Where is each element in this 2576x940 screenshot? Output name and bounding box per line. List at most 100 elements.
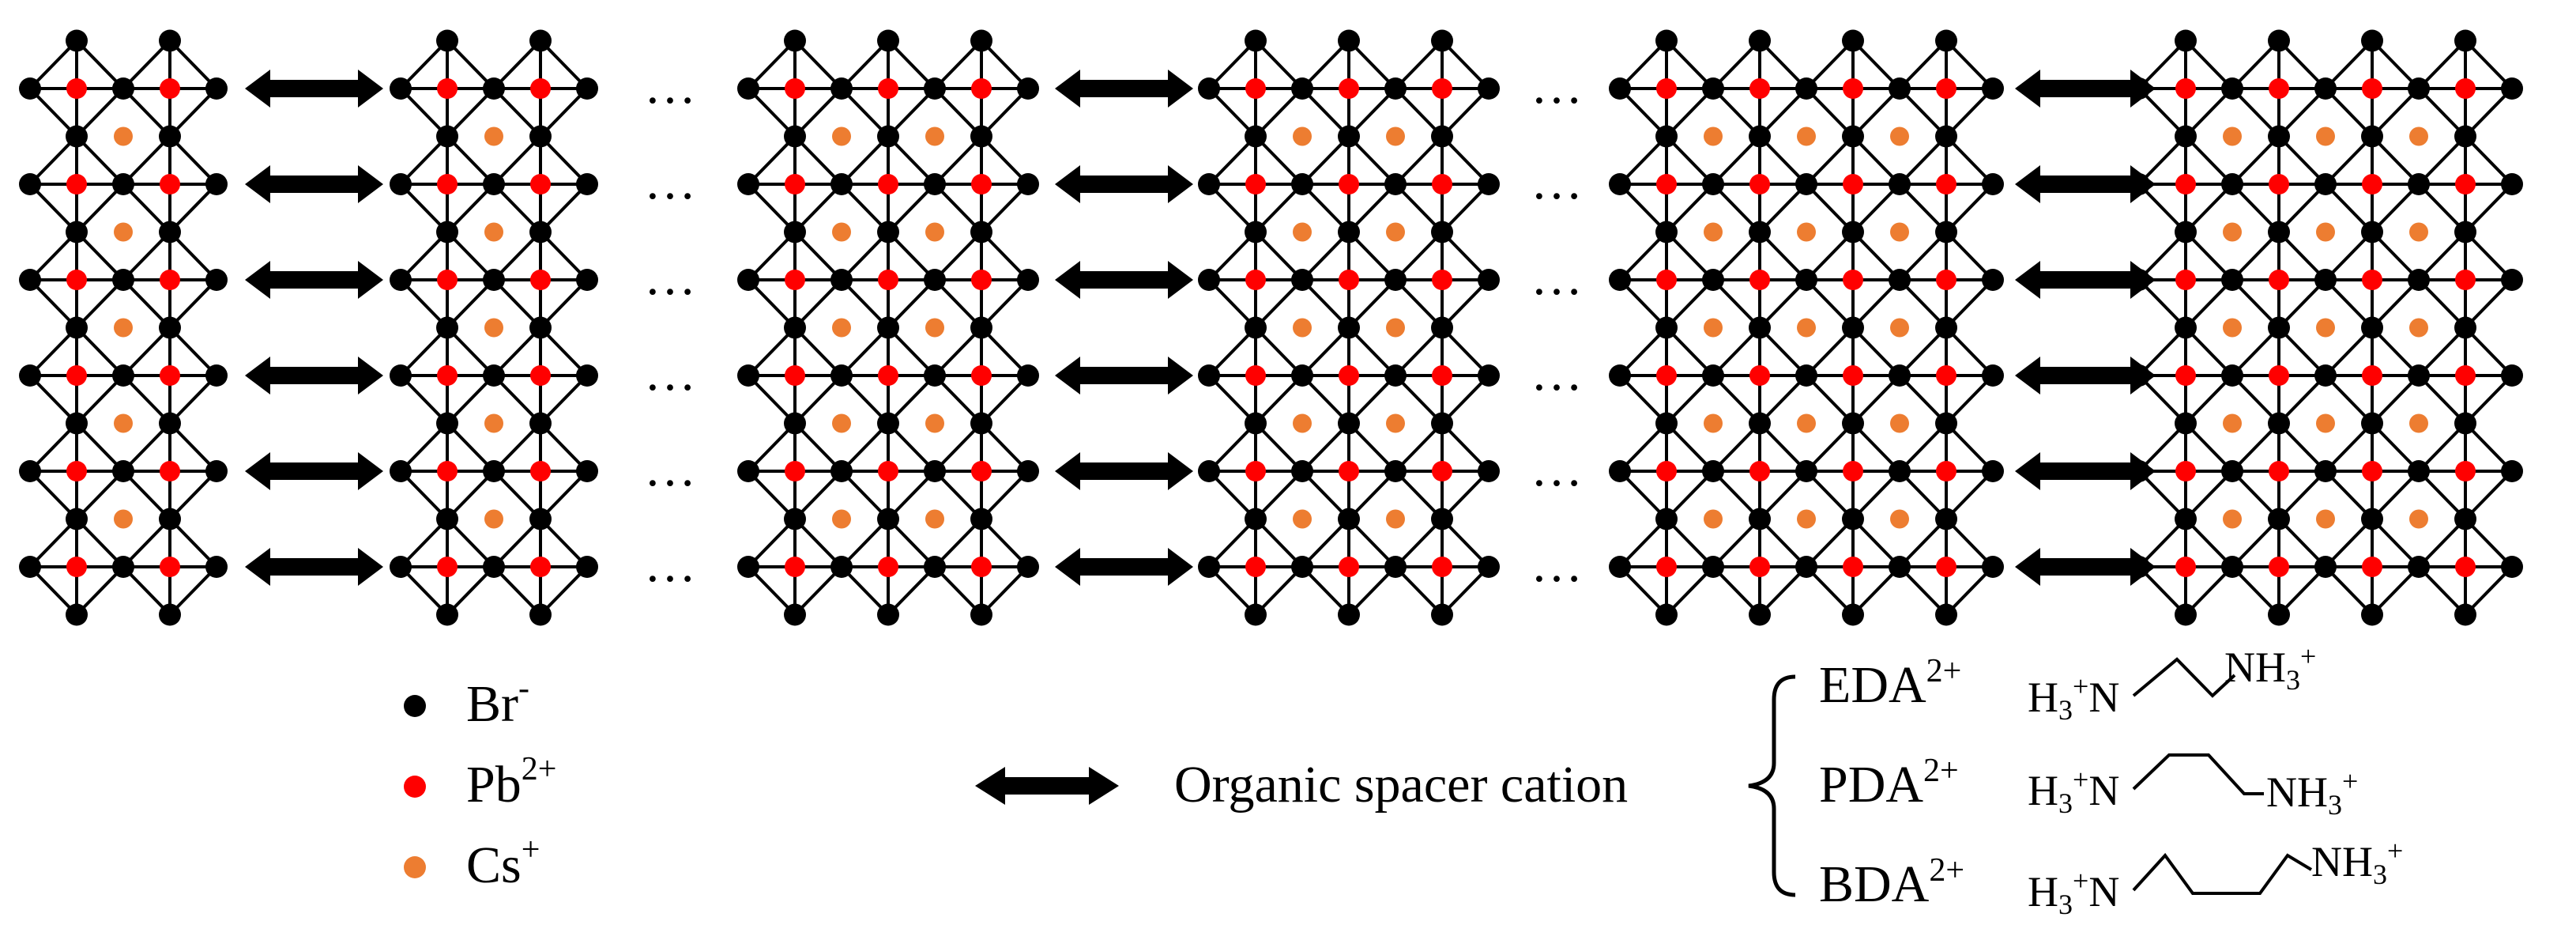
- br-atom: [1982, 364, 2004, 387]
- pb-atom: [2175, 78, 2196, 99]
- ellipsis: …: [644, 440, 696, 497]
- cation-eda-chain: [2132, 657, 2236, 698]
- spacer-arrow: [245, 165, 383, 203]
- pb-atom: [971, 365, 992, 386]
- br-atom: [924, 269, 946, 291]
- cs-atom: [2316, 222, 2335, 242]
- br-atom: [970, 412, 992, 435]
- br-atom: [784, 508, 806, 530]
- cation-pda-right-terminal: NH3+: [2266, 765, 2358, 821]
- br-atom: [1291, 173, 1313, 195]
- br-atom: [1384, 364, 1407, 387]
- spacer-legend-arrow: [975, 767, 1119, 805]
- br-atom: [205, 77, 228, 100]
- br-atom: [1478, 173, 1500, 195]
- spacer-arrow: [245, 357, 383, 394]
- pb-atom: [1656, 557, 1677, 577]
- br-atom: [1842, 221, 1864, 243]
- cation-pda-chain: [2132, 753, 2264, 795]
- pb-atom: [1339, 365, 1359, 386]
- br-atom: [2454, 125, 2476, 148]
- cs-atom: [1386, 509, 1405, 529]
- cs-atom: [1704, 413, 1723, 433]
- br-atom: [576, 364, 598, 387]
- br-atom: [1245, 125, 1267, 148]
- br-atom: [2268, 412, 2290, 435]
- cs-atom: [484, 222, 503, 242]
- br-atom: [1702, 269, 1724, 291]
- br-atom: [1338, 508, 1360, 530]
- br-atom: [390, 173, 412, 195]
- br-atom: [2501, 364, 2523, 387]
- cs-atom: [484, 126, 503, 146]
- br-atom: [1478, 460, 1500, 482]
- cs-atom: [2409, 509, 2428, 529]
- br-atom: [2268, 508, 2290, 530]
- br-atom: [2221, 77, 2243, 100]
- cation-bda-chain: [2132, 852, 2313, 895]
- br-atom: [390, 556, 412, 578]
- br-atom: [1609, 460, 1631, 482]
- cs-atom: [484, 413, 503, 433]
- pb-atom: [1432, 557, 1452, 577]
- br-atom: [1655, 316, 1678, 339]
- pb-atom: [1936, 557, 1956, 577]
- cs-atom: [2223, 318, 2242, 338]
- pb-atom: [2269, 78, 2289, 99]
- pb-atom: [1843, 365, 1863, 386]
- br-atom: [830, 460, 853, 482]
- cs-atom: [1293, 509, 1312, 529]
- pb-atom: [878, 270, 898, 290]
- br-atom: [159, 603, 181, 626]
- br-atom: [970, 29, 992, 52]
- pb-atom: [2362, 174, 2382, 194]
- cs-atom: [1890, 413, 1909, 433]
- pb-atom: [1936, 365, 1956, 386]
- br-atom: [1749, 508, 1771, 530]
- pb-atom: [1656, 270, 1677, 290]
- br-atom: [436, 508, 458, 530]
- br-atom: [830, 173, 853, 195]
- legend-cs-marker: [404, 856, 426, 878]
- br-atom: [1478, 269, 1500, 291]
- br-atom: [784, 603, 806, 626]
- br-atom: [2175, 221, 2197, 243]
- pb-atom: [160, 174, 180, 194]
- br-atom: [529, 125, 552, 148]
- cs-atom: [1890, 222, 1909, 242]
- pb-atom: [1432, 78, 1452, 99]
- br-atom: [2175, 125, 2197, 148]
- br-atom: [529, 412, 552, 435]
- br-atom: [2175, 508, 2197, 530]
- br-atom: [1017, 460, 1039, 482]
- br-atom: [1198, 269, 1220, 291]
- br-atom: [1245, 508, 1267, 530]
- br-atom: [1384, 269, 1407, 291]
- cs-atom: [832, 222, 851, 242]
- legend-br-label: Br-: [466, 670, 529, 733]
- br-atom: [1749, 221, 1771, 243]
- cs-atom: [1797, 509, 1816, 529]
- pb-atom: [1749, 174, 1770, 194]
- legend: Br- Pb2+ Cs+: [404, 670, 556, 894]
- ellipsis: …: [1531, 440, 1583, 497]
- spacer-arrows: [245, 70, 2156, 586]
- pb-atom: [1339, 557, 1359, 577]
- br-atom: [1889, 77, 1911, 100]
- pb-atom: [971, 461, 992, 481]
- pb-atom: [530, 365, 551, 386]
- pb-atom: [1432, 365, 1452, 386]
- cs-atom: [2223, 413, 2242, 433]
- br-atom: [1749, 412, 1771, 435]
- br-atom: [1245, 316, 1267, 339]
- br-atom: [877, 316, 899, 339]
- br-atom: [205, 556, 228, 578]
- br-atom: [1431, 125, 1453, 148]
- br-atom: [1431, 29, 1453, 52]
- pb-atom: [878, 174, 898, 194]
- br-atom: [1431, 412, 1453, 435]
- cs-atom: [2316, 126, 2335, 146]
- br-atom: [1935, 29, 1957, 52]
- br-atom: [529, 29, 552, 52]
- cs-atom: [2409, 318, 2428, 338]
